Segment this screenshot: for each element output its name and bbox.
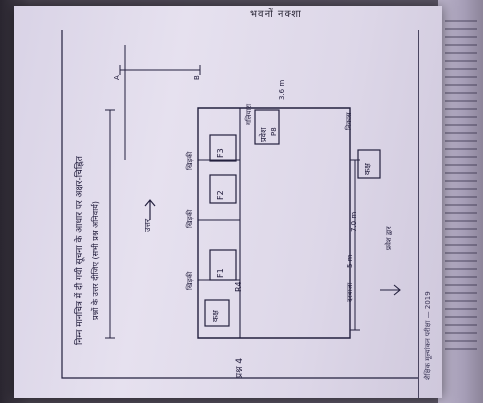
page-side-strip [418,30,443,398]
corridor-label: गलियारा [245,103,253,125]
room-label-4: F3 [216,148,225,158]
adjacent-page [438,0,483,403]
figure-number: प्रश्न 4 [235,357,245,378]
prompt-line-1: निम्न मानचित्र में दी गयी सूचना के आधार … [75,156,85,345]
exit-label: निकास [345,112,353,130]
side-strip-text: शैक्षिक मूल्यांकन परीक्षा — 2019 [424,291,432,380]
dimension-1: 7.0 m [350,211,358,232]
room-sub-6: P8 [270,127,278,136]
scale-b-label: B [193,75,201,80]
notebook-page [14,6,442,398]
room-label-1: कक्ष [211,310,220,322]
dimension-3: 5 m [346,254,354,269]
scale-a-label: A [113,75,121,80]
adjacent-page-text [445,20,477,380]
running-title: भवनों नक्शा [250,9,302,20]
dimension-4: दरवाजा [346,282,354,302]
window-label-b: खिड़की [186,209,194,228]
entry-label: प्रवेश द्वार [385,226,393,250]
window-label-c: खिड़की [186,151,194,170]
room-label-5: R4 [234,281,243,292]
dimension-2: 3.6 m [278,79,286,100]
room-label-7: कक्ष [363,163,372,175]
window-label-a: खिड़की [186,271,194,290]
room-label-3: F2 [216,190,225,200]
compass-label: उत्तर [143,218,152,232]
prompt-line-2: प्रश्नों के उत्तर दीजिए (सभी प्रश्न अनिव… [91,201,100,320]
room-label-2: F1 [216,268,225,278]
room-label-6: प्रवेश [259,127,268,142]
